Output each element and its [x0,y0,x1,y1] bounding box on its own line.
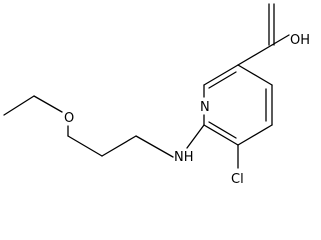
ethoxypropylamino-chain: NH O [3,95,205,165]
chemical-structure: OH N Cl NH O [3,3,310,187]
bond-ring-c6-c1-inner [208,71,237,89]
pyridine-ring [203,64,273,146]
bond-amine-c1 [135,135,174,158]
bond-ring-c4-c5-inner [208,121,237,139]
bond-ring-c6-c1 [203,64,239,86]
bond-ring-c4-c5 [203,124,239,146]
bond-c4-c5 [3,95,35,116]
chlorine-substituent: Cl [231,144,244,187]
hydroxyl-label: OH [290,33,310,48]
ether-oxygen-label: O [64,111,74,126]
bond-ring-c1-c2 [237,64,273,86]
bond-ether-o-c4 [33,95,63,113]
bond-ring-amine [186,124,205,149]
bond-c2-c3 [67,135,103,157]
bond-carboxyl-oh [271,34,290,46]
amine-label: NH [174,150,194,165]
carboxylic-acid-group: OH [237,3,310,66]
bond-ring-c3-c4 [237,124,273,146]
bond-c1-c2 [101,135,137,157]
ring-nitrogen-label: N [200,100,210,115]
bond-ring-carboxyl [237,44,273,66]
chlorine-label: Cl [231,172,244,187]
